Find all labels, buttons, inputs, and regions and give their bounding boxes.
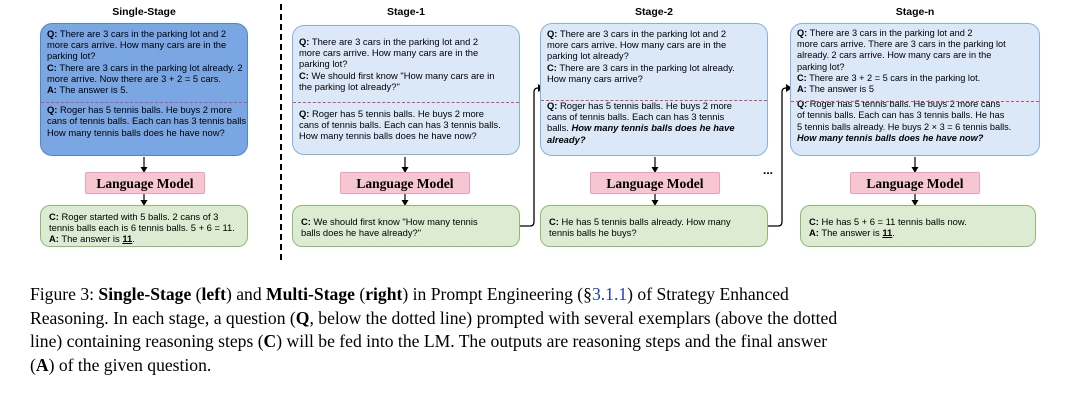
stage-n-output-box: C: He has 5 + 6 = 11 tennis balls now. A… xyxy=(800,205,1036,247)
arrow-down-icon xyxy=(651,157,659,173)
stage-1-prompt-box: Q: There are 3 cars in the parking lot a… xyxy=(292,25,520,155)
single-stage-output-box: C: Roger started with 5 balls. 2 cans of… xyxy=(40,205,248,247)
exemplar-divider xyxy=(293,102,519,103)
language-model-block: Language Model xyxy=(850,172,980,194)
exemplar-divider xyxy=(541,100,767,101)
stage-2-output-box: C: He has 5 tennis balls already. How ma… xyxy=(540,205,768,247)
stage-2-to-stage-n-arrow xyxy=(768,84,792,227)
arrow-down-icon xyxy=(911,194,919,206)
arrow-down-icon xyxy=(140,157,148,173)
arrow-down-icon xyxy=(651,194,659,206)
stage-2-prompt-box: Q: There are 3 cars in the parking lot a… xyxy=(540,23,768,156)
exemplar-divider xyxy=(41,102,247,103)
figure-caption: Figure 3: Single-Stage (left) and Multi-… xyxy=(30,284,838,375)
exemplar-divider xyxy=(791,101,1039,102)
arrow-down-icon xyxy=(140,194,148,206)
language-model-block: Language Model xyxy=(590,172,720,194)
arrow-down-icon xyxy=(911,157,919,173)
language-model-block: Language Model xyxy=(85,172,205,194)
stage-n-prompt-box: Q: There are 3 cars in the parking lot a… xyxy=(790,23,1040,156)
single-stage-title: Single-Stage xyxy=(112,6,176,18)
language-model-block: Language Model xyxy=(340,172,470,194)
single-multi-separator xyxy=(280,4,282,260)
stage-n-title: Stage-n xyxy=(895,6,935,18)
more-stages-ellipsis: ... xyxy=(763,163,774,177)
stage-1-output-box: C: We should first know "How many tennis… xyxy=(292,205,520,247)
single-stage-prompt-box: Q: There are 3 cars in the parking lot a… xyxy=(40,23,248,156)
section-reference-link[interactable]: 3.1.1 xyxy=(591,284,628,304)
arrow-down-icon xyxy=(401,157,409,173)
stage-2-title: Stage-2 xyxy=(635,6,673,18)
arrow-down-icon xyxy=(401,194,409,206)
stage-1-title: Stage-1 xyxy=(387,6,425,18)
